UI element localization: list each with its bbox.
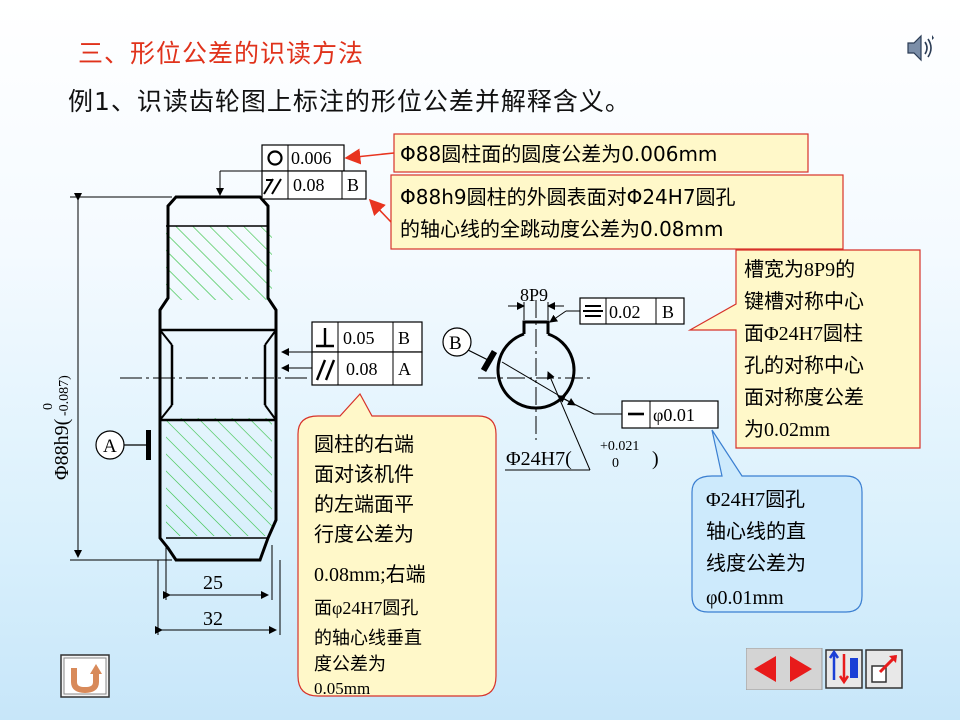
callout-roundness-text: Φ88圆柱面的圆度公差为0.006mm <box>400 142 717 166</box>
exit-icon[interactable] <box>865 649 903 689</box>
fcf-symmetry: 0.02 B <box>549 297 685 325</box>
callout-par-line1: 圆柱的右端 <box>314 433 414 456</box>
callout-symmetry: 槽宽为8P9的 键槽对称中心 面Φ24H7圆柱 孔的对称中心 面对称度公差 为0… <box>687 249 921 449</box>
callout-sym-line4: 孔的对称中心 <box>744 354 864 377</box>
hole-tol-lower: 0 <box>612 456 619 471</box>
menu-icon[interactable] <box>825 649 863 689</box>
sound-icon[interactable] <box>902 30 938 66</box>
fcf-sym-value: 0.02 <box>609 302 641 322</box>
diameter-dimension: Φ88h9( 0 -0.087) <box>41 193 172 561</box>
hole-tol-upper: +0.021 <box>600 439 639 454</box>
callout-par-line9: 0.05mm <box>314 679 370 698</box>
width-outer-label: 32 <box>203 608 223 630</box>
callout-par-line5: 0.08mm;右端 <box>314 563 426 586</box>
datum-a: A <box>95 430 151 460</box>
callout-runout: Φ88h9圆柱的外圆表面对Φ24H7圆孔 的轴心线的全跳动度公差为0.08mm <box>368 174 844 250</box>
slide-subtitle: 例1、识读齿轮图上标注的形位公差并解释含义。 <box>68 87 631 116</box>
fcf-par-datum: A <box>398 359 411 379</box>
fcf-roundness-value: 0.006 <box>291 148 332 168</box>
callout-par-line6: 面φ24H7圆孔 <box>314 598 418 618</box>
slide-title: 三、形位公差的识读方法 <box>78 39 365 68</box>
diameter-tol-upper: 0 <box>41 403 56 410</box>
hole-close: ) <box>652 448 659 470</box>
hole-label: Φ24H7( <box>506 448 572 470</box>
callout-sym-line5: 面对称度公差 <box>744 386 864 409</box>
nav-bar <box>746 648 903 690</box>
fcf-straightness: φ0.01 <box>557 395 719 429</box>
fcf-roundness-runout: 0.006 0.08 B <box>216 144 367 200</box>
callout-runout-line2: 的轴心线的全跳动度公差为0.08mm <box>400 217 724 241</box>
callout-par-line3: 的左端面平 <box>314 493 414 516</box>
datum-b-label: B <box>449 333 462 354</box>
callout-str-line1: Φ24H7圆孔 <box>706 488 805 511</box>
callout-sym-line2: 键槽对称中心 <box>744 290 864 313</box>
prev-icon[interactable] <box>754 656 776 682</box>
roundness-icon <box>267 150 283 166</box>
callout-runout-line1: Φ88h9圆柱的外圆表面对Φ24H7圆孔 <box>400 185 736 209</box>
fcf-runout-value: 0.08 <box>293 175 325 195</box>
key-width-label: 8P9 <box>520 285 548 305</box>
fcf-straight-value: φ0.01 <box>653 405 695 425</box>
callout-parallel: 圆柱的右端 面对该机件 的左端面平 行度公差为 0.08mm;右端 面φ24H7… <box>297 392 497 698</box>
fcf-perp-datum: B <box>398 328 410 348</box>
parallel-icon <box>315 359 336 381</box>
callout-par-line2: 面对该机件 <box>314 463 414 486</box>
callout-str-line2: 轴心线的直 <box>706 520 806 543</box>
gear-section <box>120 195 310 562</box>
total-runout-icon <box>263 178 282 195</box>
width-inner-label: 25 <box>203 572 223 594</box>
fcf-sym-datum: B <box>662 302 674 322</box>
callout-sym-line1: 槽宽为8P9的 <box>744 258 855 281</box>
perpendicular-icon <box>316 328 334 348</box>
datum-a-label: A <box>103 436 117 457</box>
callout-sym-line6: 为0.02mm <box>744 418 831 441</box>
diameter-tol-lower: -0.087) <box>57 375 72 416</box>
return-icon[interactable] <box>60 654 110 698</box>
next-icon[interactable] <box>790 656 812 682</box>
fcf-runout-datum: B <box>347 175 359 195</box>
fcf-par-value: 0.08 <box>346 359 378 379</box>
callout-par-line8: 度公差为 <box>314 654 386 674</box>
callout-par-line7: 的轴心线垂直 <box>314 628 422 648</box>
callout-sym-line3: 面Φ24H7圆柱 <box>744 322 863 345</box>
hole-keyway-view: 8P9 B Φ24H7( +0.021 0 ) <box>442 285 659 471</box>
symmetry-icon <box>583 305 603 317</box>
diameter-label: Φ88h9( <box>51 418 73 480</box>
callout-roundness: Φ88圆柱面的圆度公差为0.006mm <box>344 133 809 173</box>
callout-par-line4: 行度公差为 <box>314 523 414 546</box>
fcf-perp-parallel: 0.05 B 0.08 A <box>281 321 423 386</box>
width-dimensions: 25 32 <box>155 545 281 635</box>
fcf-perp-value: 0.05 <box>343 328 375 348</box>
callout-str-line3: 线度公差为 <box>706 552 806 575</box>
callout-str-line4: φ0.01mm <box>706 587 784 609</box>
callout-straightness: Φ24H7圆孔 轴心线的直 线度公差为 φ0.01mm <box>691 429 863 613</box>
